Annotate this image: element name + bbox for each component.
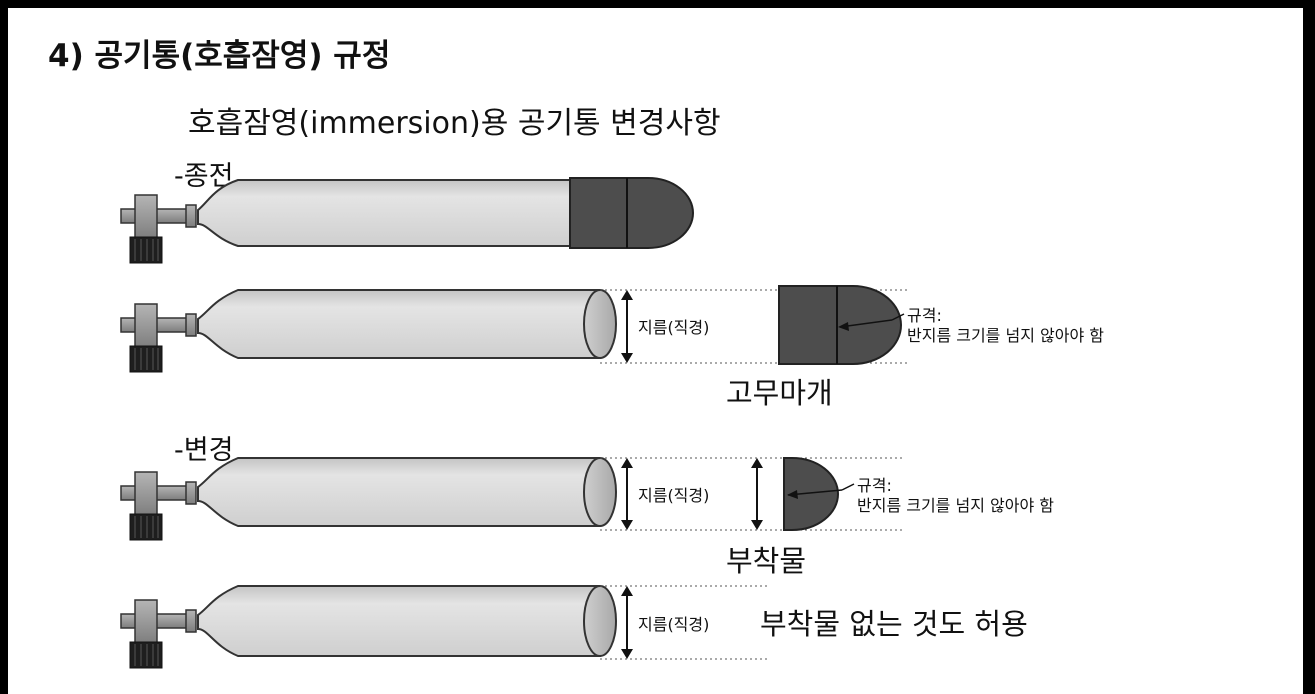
no-attachment-label: 부착물 없는 것도 허용 bbox=[760, 607, 1028, 641]
tank-after-no-attachment bbox=[120, 585, 768, 669]
section-label-after: -변경 bbox=[174, 435, 234, 466]
tank-before-separated bbox=[120, 285, 908, 373]
slide: 4) 공기통(호흡잠영) 규정 호흡잠영(immersion)용 공기통 변경사… bbox=[8, 8, 1303, 694]
diagram-subtitle: 호흡잠영(immersion)용 공기통 변경사항 bbox=[188, 106, 721, 141]
spec-label-2-line2: 반지름 크기를 넘지 않아야 함 bbox=[857, 496, 1054, 515]
diameter-label-2: 지름(직경) bbox=[638, 486, 710, 505]
attachment-label: 부착물 bbox=[726, 544, 807, 578]
spec-label-2-line1: 규격: bbox=[857, 476, 892, 495]
rubber-cap-label: 고무마개 bbox=[726, 376, 833, 410]
tank-diagram bbox=[120, 177, 908, 669]
diameter-label-3: 지름(직경) bbox=[638, 615, 710, 634]
tank-after-attachment bbox=[120, 457, 903, 541]
tank-before-assembled bbox=[120, 177, 694, 264]
diameter-label-1: 지름(직경) bbox=[638, 318, 710, 337]
spec-label-1-line2: 반지름 크기를 넘지 않아야 함 bbox=[907, 326, 1104, 345]
spec-label-1-line1: 규격: bbox=[907, 306, 942, 325]
page-title: 4) 공기통(호흡잠영) 규정 bbox=[48, 38, 391, 74]
